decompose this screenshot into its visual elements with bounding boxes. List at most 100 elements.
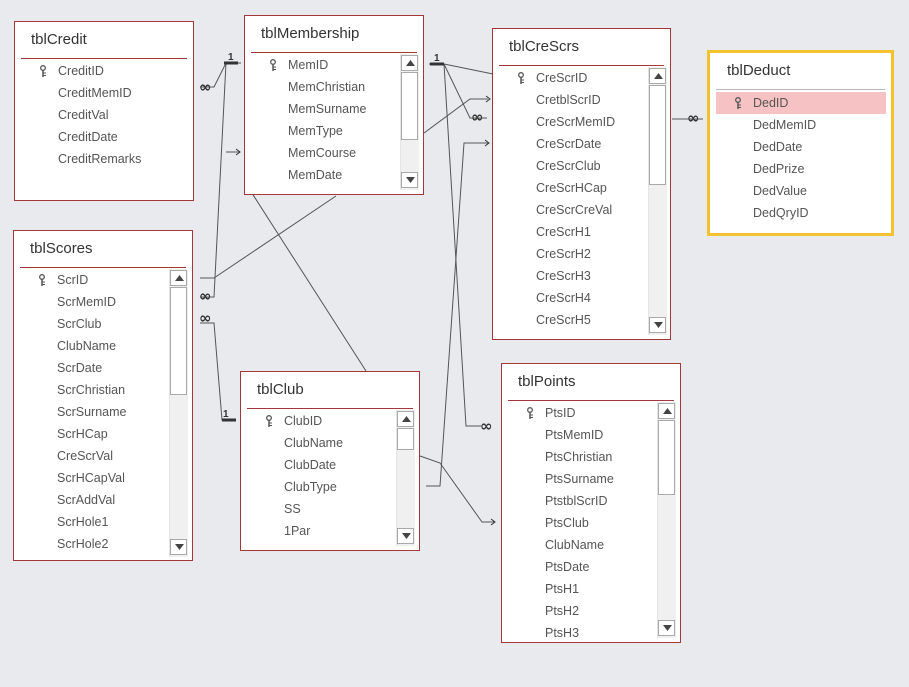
- field-item[interactable]: PtsChristian: [508, 446, 614, 468]
- field-item[interactable]: ClubType: [247, 476, 343, 498]
- vertical-scrollbar[interactable]: [648, 67, 667, 335]
- table-title: tblScores: [30, 240, 93, 257]
- field-item[interactable]: DedQryID: [716, 202, 886, 224]
- field-item[interactable]: ScrHCap: [20, 423, 126, 445]
- vertical-scrollbar[interactable]: [396, 410, 415, 546]
- field-item[interactable]: MemChristian: [251, 76, 367, 98]
- field-item-selected[interactable]: DedID: [716, 92, 886, 114]
- field-item[interactable]: CreditRemarks: [21, 148, 141, 170]
- field-item[interactable]: CreScrH5: [499, 309, 615, 331]
- table-tblcrescrs[interactable]: tblCreScrs CreScrID CretblScrID CreScrMe…: [492, 28, 671, 340]
- scroll-up-button[interactable]: [401, 55, 418, 71]
- field-item[interactable]: PtsH2: [508, 600, 614, 622]
- field-item[interactable]: CreScrVal: [20, 445, 126, 467]
- scroll-up-button[interactable]: [658, 403, 675, 419]
- field-item[interactable]: ScrClub: [20, 313, 126, 335]
- field-label: PtsChristian: [545, 450, 613, 464]
- field-item[interactable]: MemDate: [251, 164, 367, 186]
- field-item[interactable]: DedPrize: [716, 158, 886, 180]
- title-divider: [716, 89, 885, 90]
- field-item[interactable]: MemType: [251, 120, 367, 142]
- field-item[interactable]: ScrAddVal: [20, 489, 126, 511]
- field-item[interactable]: CreScrCreVal: [499, 199, 615, 221]
- table-tblcredit[interactable]: tblCredit CreditID CreditMemID CreditVal…: [14, 21, 194, 201]
- field-item[interactable]: ScrHCapVal: [20, 467, 126, 489]
- scroll-thumb[interactable]: [397, 428, 414, 450]
- scroll-thumb[interactable]: [401, 72, 418, 140]
- field-item[interactable]: ScrChristian: [20, 379, 126, 401]
- field-item[interactable]: CreScrH1: [499, 221, 615, 243]
- table-tblscores[interactable]: tblScores ScrID ScrMemID ScrClub ClubNam…: [13, 230, 193, 561]
- field-label: CreScrVal: [57, 449, 114, 463]
- vertical-scrollbar[interactable]: [400, 54, 419, 190]
- field-item[interactable]: PtsDate: [508, 556, 614, 578]
- field-item[interactable]: ClubDate: [247, 454, 343, 476]
- field-item[interactable]: ScrMemID: [20, 291, 126, 313]
- scroll-down-button[interactable]: [170, 539, 187, 555]
- scroll-thumb[interactable]: [649, 85, 666, 185]
- table-tblmembership[interactable]: tblMembership MemID MemChristian MemSurn…: [244, 15, 424, 195]
- field-item[interactable]: CreScrHCap: [499, 177, 615, 199]
- field-item[interactable]: ClubName: [247, 432, 343, 454]
- field-label: DedID: [753, 96, 789, 110]
- field-item[interactable]: CreScrClub: [499, 155, 615, 177]
- field-item[interactable]: PtsMemID: [508, 424, 614, 446]
- field-item[interactable]: CreditVal: [21, 104, 141, 126]
- field-label: ScrChristian: [57, 383, 126, 397]
- field-item[interactable]: MemID: [251, 54, 367, 76]
- table-tblclub[interactable]: tblClub ClubID ClubName ClubDate ClubTyp…: [240, 371, 420, 551]
- scroll-thumb[interactable]: [658, 420, 675, 495]
- field-item[interactable]: CretblScrID: [499, 89, 615, 111]
- field-label: CreScrH2: [536, 247, 591, 261]
- field-item[interactable]: MemSurname: [251, 98, 367, 120]
- cardinality-one-membership-credit: 1: [228, 52, 234, 63]
- field-item[interactable]: PtsH1: [508, 578, 614, 600]
- vertical-scrollbar[interactable]: [169, 269, 188, 557]
- field-item[interactable]: ScrHole1: [20, 511, 126, 533]
- field-item[interactable]: CreScrMemID: [499, 111, 615, 133]
- field-item[interactable]: CreScrH3: [499, 265, 615, 287]
- scroll-down-button[interactable]: [658, 620, 675, 636]
- vertical-scrollbar[interactable]: [657, 402, 676, 638]
- field-item[interactable]: ScrSurname: [20, 401, 126, 423]
- field-item[interactable]: DedMemID: [716, 114, 886, 136]
- scroll-down-button[interactable]: [649, 317, 666, 333]
- field-item[interactable]: CreScrDate: [499, 133, 615, 155]
- field-item[interactable]: DedDate: [716, 136, 886, 158]
- scroll-up-button[interactable]: [170, 270, 187, 286]
- scroll-up-button[interactable]: [397, 411, 414, 427]
- table-title: tblPoints: [518, 373, 576, 390]
- field-item[interactable]: ScrHole2: [20, 533, 126, 555]
- table-tblpoints[interactable]: tblPoints PtsID PtsMemID PtsChristian Pt…: [501, 363, 681, 643]
- scroll-down-button[interactable]: [401, 172, 418, 188]
- field-item[interactable]: CreScrID: [499, 67, 615, 89]
- field-item[interactable]: 1Par: [247, 520, 343, 542]
- field-item[interactable]: ClubName: [20, 335, 126, 357]
- field-item[interactable]: CreditDate: [21, 126, 141, 148]
- field-item[interactable]: DedValue: [716, 180, 886, 202]
- field-label: PtsMemID: [545, 428, 604, 442]
- field-item[interactable]: CreScrH4: [499, 287, 615, 309]
- field-item[interactable]: ScrDate: [20, 357, 126, 379]
- field-item[interactable]: PtsID: [508, 402, 614, 424]
- field-item[interactable]: SS: [247, 498, 343, 520]
- field-item[interactable]: MemCourse: [251, 142, 367, 164]
- field-item[interactable]: PtstblScrID: [508, 490, 614, 512]
- field-item[interactable]: PtsSurname: [508, 468, 614, 490]
- scroll-down-button[interactable]: [397, 528, 414, 544]
- relationship-line-membership-crescrs3: [423, 98, 488, 134]
- field-item[interactable]: PtsClub: [508, 512, 614, 534]
- field-item[interactable]: CreScrH2: [499, 243, 615, 265]
- field-item[interactable]: CreditMemID: [21, 82, 141, 104]
- field-item[interactable]: PtsH3: [508, 622, 614, 642]
- field-item[interactable]: ClubName: [508, 534, 614, 556]
- field-item[interactable]: ClubID: [247, 410, 343, 432]
- scroll-thumb[interactable]: [170, 287, 187, 395]
- field-item[interactable]: ScrID: [20, 269, 126, 291]
- field-list: DedID DedMemID DedDate DedPrize DedValue…: [716, 92, 886, 224]
- field-item[interactable]: CreditID: [21, 60, 141, 82]
- field-label: DedPrize: [753, 162, 805, 176]
- table-tbldeduct[interactable]: tblDeduct DedID DedMemID DedDate DedPriz…: [707, 50, 894, 236]
- field-label: CreScrH5: [536, 313, 591, 327]
- scroll-up-button[interactable]: [649, 68, 666, 84]
